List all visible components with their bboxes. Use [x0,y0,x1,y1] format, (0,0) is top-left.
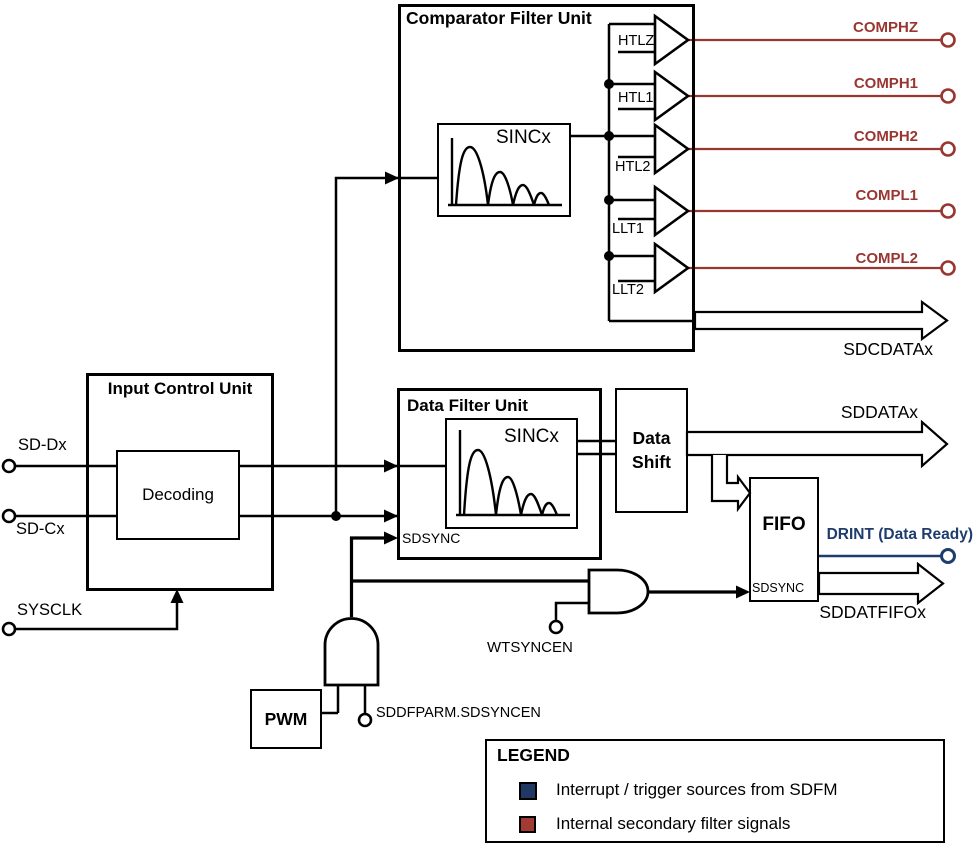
input-control-unit-box [86,373,274,591]
wtsyncen-label: WTSYNCEN [487,639,573,656]
comphz-terminal [940,32,956,48]
arrowhead-fifo-sdsync-in [736,585,750,599]
and-gate-fifo-sync [587,568,650,615]
junction-dot [604,79,614,89]
comparator-htl1 [653,69,691,123]
decoding-label: Decoding [142,485,214,504]
comphz-label: COMPHZ [853,19,918,36]
comph2-label: COMPH2 [853,128,918,145]
comparator-filter-unit-box [398,4,695,352]
sddfparm-terminal [357,712,373,728]
threshold-label-llt1: LLT1 [612,221,644,237]
fifo-sdsync-label: SDSYNC [752,581,805,595]
input-control-unit-title: Input Control Unit [107,379,253,398]
wire-threshold-underlines [618,50,656,283]
comparator-htl2 [653,122,691,176]
arrowhead-sysclk-in [170,589,184,603]
threshold-label-htl1: HTL1 [618,90,654,106]
wtsyncen-terminal [548,619,564,635]
pwm-box: PWM [250,689,322,749]
compl1-terminal [940,203,956,219]
wire-sinc-to-datashift [578,439,615,456]
data-shift-box: Data Shift [615,388,688,513]
dfu-sdsync-label: SDSYNC [402,530,461,546]
sd-dx-label: SD-Dx [18,436,67,454]
fifo-box [749,477,819,602]
wire-and1-out-sdsync [349,536,385,617]
legend-box [485,739,945,843]
sdcdatax-bus-arrow [693,299,949,342]
pwm-label: PWM [264,708,308,729]
legend-item-interrupt-label: Interrupt / trigger sources from SDFM [556,780,838,799]
data-filter-unit-box [397,388,602,560]
sddatfifox-label: SDDATFIFOx [819,602,926,622]
sinc-axes-data [456,430,570,517]
threshold-label-llt2: LLT2 [612,282,644,298]
and-gate-sdsync [323,617,380,687]
arrowhead-dfu-clk-in [384,509,398,523]
comph1-terminal [940,88,956,104]
sysclk-terminal [1,621,17,637]
sd-cx-terminal [1,508,17,524]
arrowhead-comparator-in [385,171,399,185]
legend-title: LEGEND [497,745,570,765]
data-sinc-label: SINCx [504,426,559,447]
comparator-htlz [653,13,691,67]
junction-dot [604,195,614,205]
sinc-axes-comparator [448,138,562,207]
data-filter-unit-title: Data Filter Unit [407,396,528,415]
comparator-llt1 [653,184,691,238]
threshold-label-htlz: HTLZ [618,33,655,49]
comph2-terminal [940,141,956,157]
comparator-sinc-label: SINCx [496,127,551,148]
sysclk-label: SYSCLK [17,601,83,619]
sddatax-label: SDDATAx [840,402,918,422]
wire-sysclk [15,600,179,631]
legend-swatch-interrupt [519,782,537,800]
comparator-sinc-box [437,123,571,217]
wire-comp-signal-bus [607,22,695,323]
wire-branch-to-comparator [334,176,437,516]
fifo-title: FIFO [762,514,806,535]
sd-dx-terminal [1,458,17,474]
sinc-curve-comparator [454,145,551,206]
data-sinc-box [445,418,578,529]
drint-terminal [940,548,956,564]
legend-item-internal-label: Internal secondary filter signals [556,814,791,833]
junction-dot [604,131,614,141]
decoding-box: Decoding [116,450,240,540]
compl2-label: COMPL2 [855,250,918,267]
comparator-filter-unit-title: Comparator Filter Unit [406,8,592,28]
compl1-label: COMPL1 [855,187,918,204]
sd-cx-label: SD-Cx [16,520,65,538]
arrowhead-dfu-sdsync-in [384,531,398,545]
threshold-label-htl2: HTL2 [615,159,651,175]
legend-swatch-internal [519,816,536,833]
arrowhead-dfu-data-in [384,459,398,473]
wire-wtsyncen [554,601,589,621]
datashift-to-fifo-arrow [710,455,752,513]
sddatfifox-bus-arrow [817,561,945,606]
comph1-label: COMPH1 [853,75,918,92]
junction-dot [331,511,341,521]
comparator-llt2 [653,241,691,295]
sdcdatax-label: SDCDATAx [843,339,933,359]
drint-label: DRINT (Data Ready) [826,526,973,543]
data-shift-label: Data Shift [632,427,671,472]
sinc-curve-data [462,448,559,516]
wire-and1-inputs [321,685,367,715]
junction-dot [604,251,614,261]
sddfparm-label: SDDFPARM.SDSYNCEN [376,705,541,721]
compl2-terminal [940,260,956,276]
